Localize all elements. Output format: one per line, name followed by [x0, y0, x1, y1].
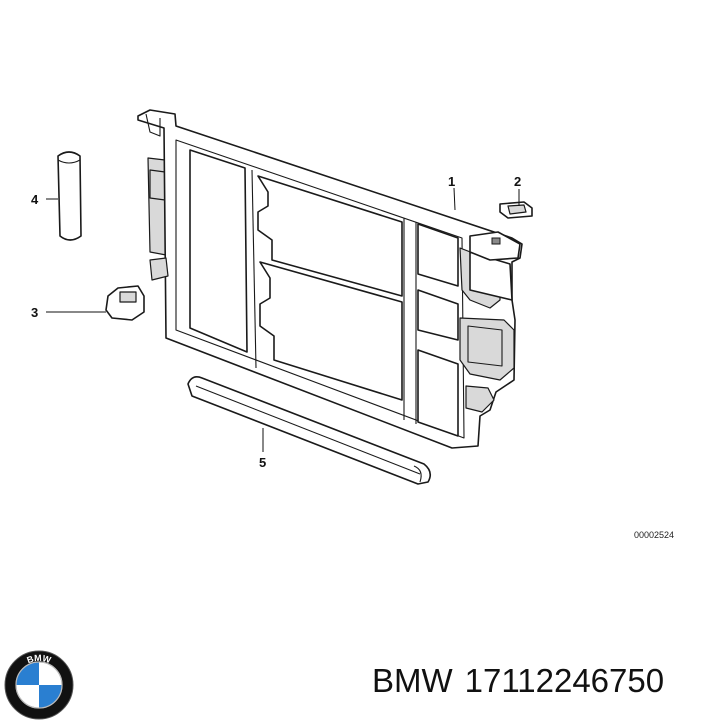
callout-5: 5	[259, 455, 266, 470]
caption-part-number: 17112246750	[464, 662, 665, 699]
callout-3: 3	[31, 305, 38, 320]
tube-part-4	[57, 151, 82, 241]
mount-part-3	[105, 285, 145, 321]
diagram-reference-code: 00002524	[634, 530, 674, 540]
frame-part-1	[137, 109, 523, 449]
svg-text:BMW: BMW	[25, 653, 52, 665]
leader-lines	[46, 187, 520, 452]
part-caption: BMW 17112246750	[372, 662, 676, 700]
callout-2: 2	[514, 174, 521, 189]
seal-part-5	[187, 376, 432, 485]
bmw-logo-icon: BMW	[4, 650, 74, 720]
callout-4: 4	[31, 192, 39, 207]
logo-letters: BMW	[25, 653, 52, 665]
callout-1: 1	[448, 174, 455, 189]
caption-brand: BMW	[372, 662, 453, 699]
clip-part-2	[499, 201, 533, 219]
